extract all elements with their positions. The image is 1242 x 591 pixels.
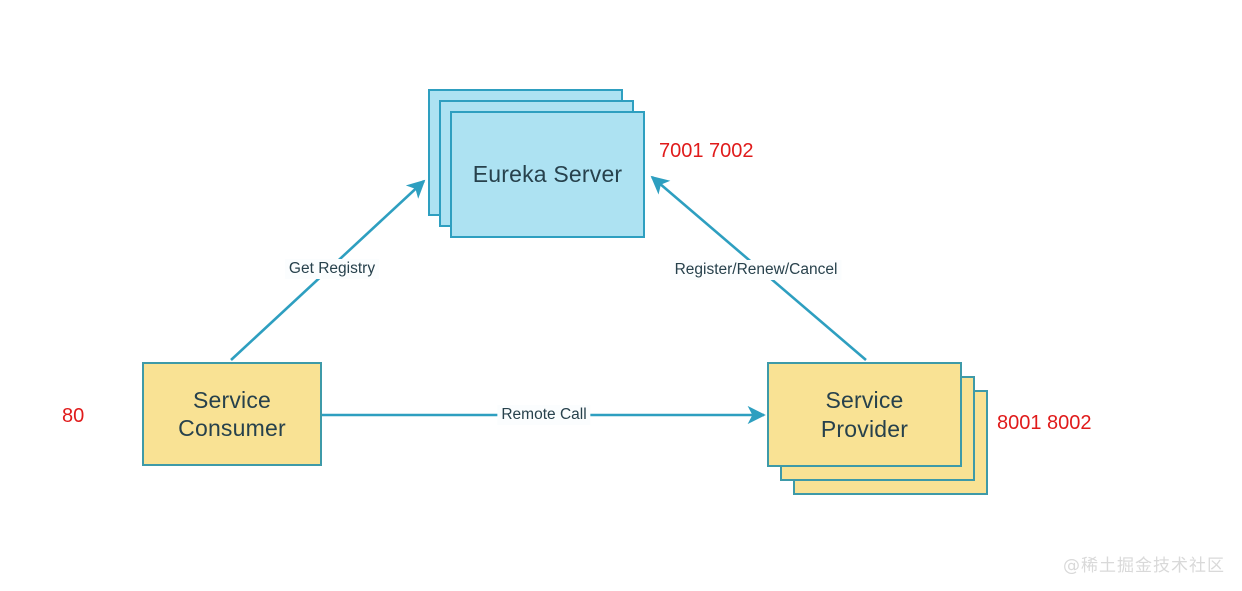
eureka-server-label: Eureka Server — [472, 161, 623, 188]
edge-label-get-registry: Get Registry — [284, 259, 380, 279]
node-eureka-server[interactable]: Eureka Server — [428, 89, 668, 261]
edge-label-remote-call: Remote Call — [497, 405, 591, 425]
service-provider-ports: 8001 8002 — [997, 412, 1092, 434]
eureka-server-stack-layer-front[interactable]: Eureka Server — [450, 111, 645, 238]
service-provider-stack-layer-front[interactable]: Service Provider — [767, 362, 962, 467]
node-service-consumer[interactable]: Service Consumer — [142, 362, 322, 466]
edge-label-register-renew-cancel: Register/Renew/Cancel — [670, 260, 842, 280]
eureka-server-ports: 7001 7002 — [659, 140, 754, 162]
service-provider-label: Service Provider — [820, 387, 909, 442]
service-consumer-box[interactable]: Service Consumer — [142, 362, 322, 466]
watermark: @稀土掘金技术社区 — [1063, 556, 1225, 576]
service-consumer-label: Service Consumer — [178, 386, 286, 441]
node-service-provider[interactable]: Service Provider — [767, 362, 997, 502]
service-consumer-ports: 80 — [62, 405, 85, 427]
